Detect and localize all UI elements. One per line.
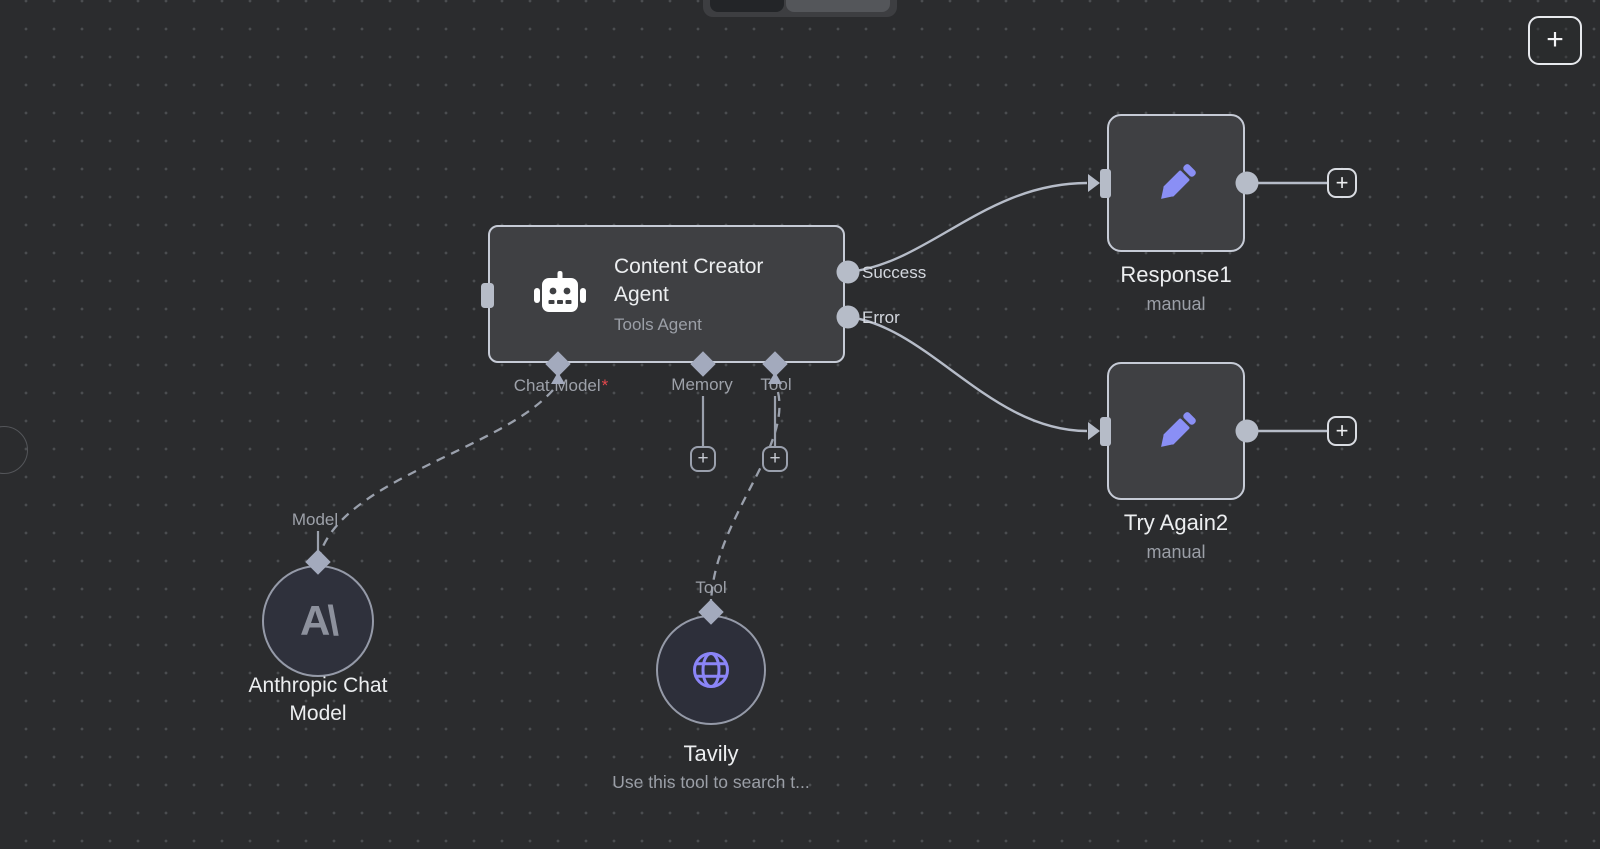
try-again2-title: Try Again2 [1123,510,1229,535]
port-label-tool: Tool [760,375,792,394]
response1-title: Response1 [1120,262,1232,287]
try-again2-input-arrow-icon [1088,422,1100,440]
node-try-again2[interactable] [1107,362,1245,500]
response1-input-arrow-icon [1088,174,1100,192]
node-tavily[interactable] [656,615,766,725]
node-anthropic-chat-model[interactable]: A\ [262,565,374,677]
plus-icon: + [769,448,781,469]
plus-icon: + [1335,418,1349,443]
response1-add-button[interactable]: + [1327,168,1357,198]
add-node-button[interactable]: + [1528,16,1582,65]
tool-port-add-button[interactable]: + [762,446,788,472]
node-response1[interactable] [1107,114,1245,252]
globe-icon [693,652,729,688]
pencil-icon [1161,412,1196,447]
canvas-edge-node-fragment [0,426,28,474]
port-label-chat-model: Chat Model* [513,376,609,395]
connection-success [847,181,1088,274]
plus-icon: + [697,448,709,469]
tab-segment-left[interactable] [710,0,784,12]
memory-port-add-button[interactable]: + [690,446,716,472]
agent-node-subtitle: Tools Agent [614,315,702,334]
tavily-node-title: Tavily [683,741,739,766]
port-label-model: Model [291,510,339,529]
robot-icon [534,271,586,312]
try-again2-subtitle: manual [1146,542,1206,562]
tab-segment-right[interactable] [786,0,890,12]
port-label-memory: Memory [671,375,733,394]
response1-subtitle: manual [1146,294,1206,314]
editor-tab-switcher[interactable] [703,0,897,17]
output-label-success: Success [862,263,927,282]
plus-icon: + [1335,170,1349,195]
connection-tool-tavily [709,391,781,605]
connection-chatmodel-anthropic [318,389,554,555]
plus-icon: + [1546,23,1564,56]
output-label-error: Error [862,308,900,327]
anthropic-logo: A\ [300,597,339,644]
tavily-node-subtitle: Use this tool to search t... [612,772,810,792]
required-asterisk: * [601,376,609,395]
agent-node-title: Content Creator Agent [614,255,764,306]
try-again2-add-button[interactable]: + [1327,416,1357,446]
anthropic-node-title: Anthropic Chat Model [248,674,388,725]
node-content-creator-agent[interactable]: Content Creator Agent Tools Agent [488,225,845,363]
port-label-tavily-tool: Tool [695,578,727,597]
connection-error [847,315,1088,433]
pencil-icon [1161,164,1196,199]
